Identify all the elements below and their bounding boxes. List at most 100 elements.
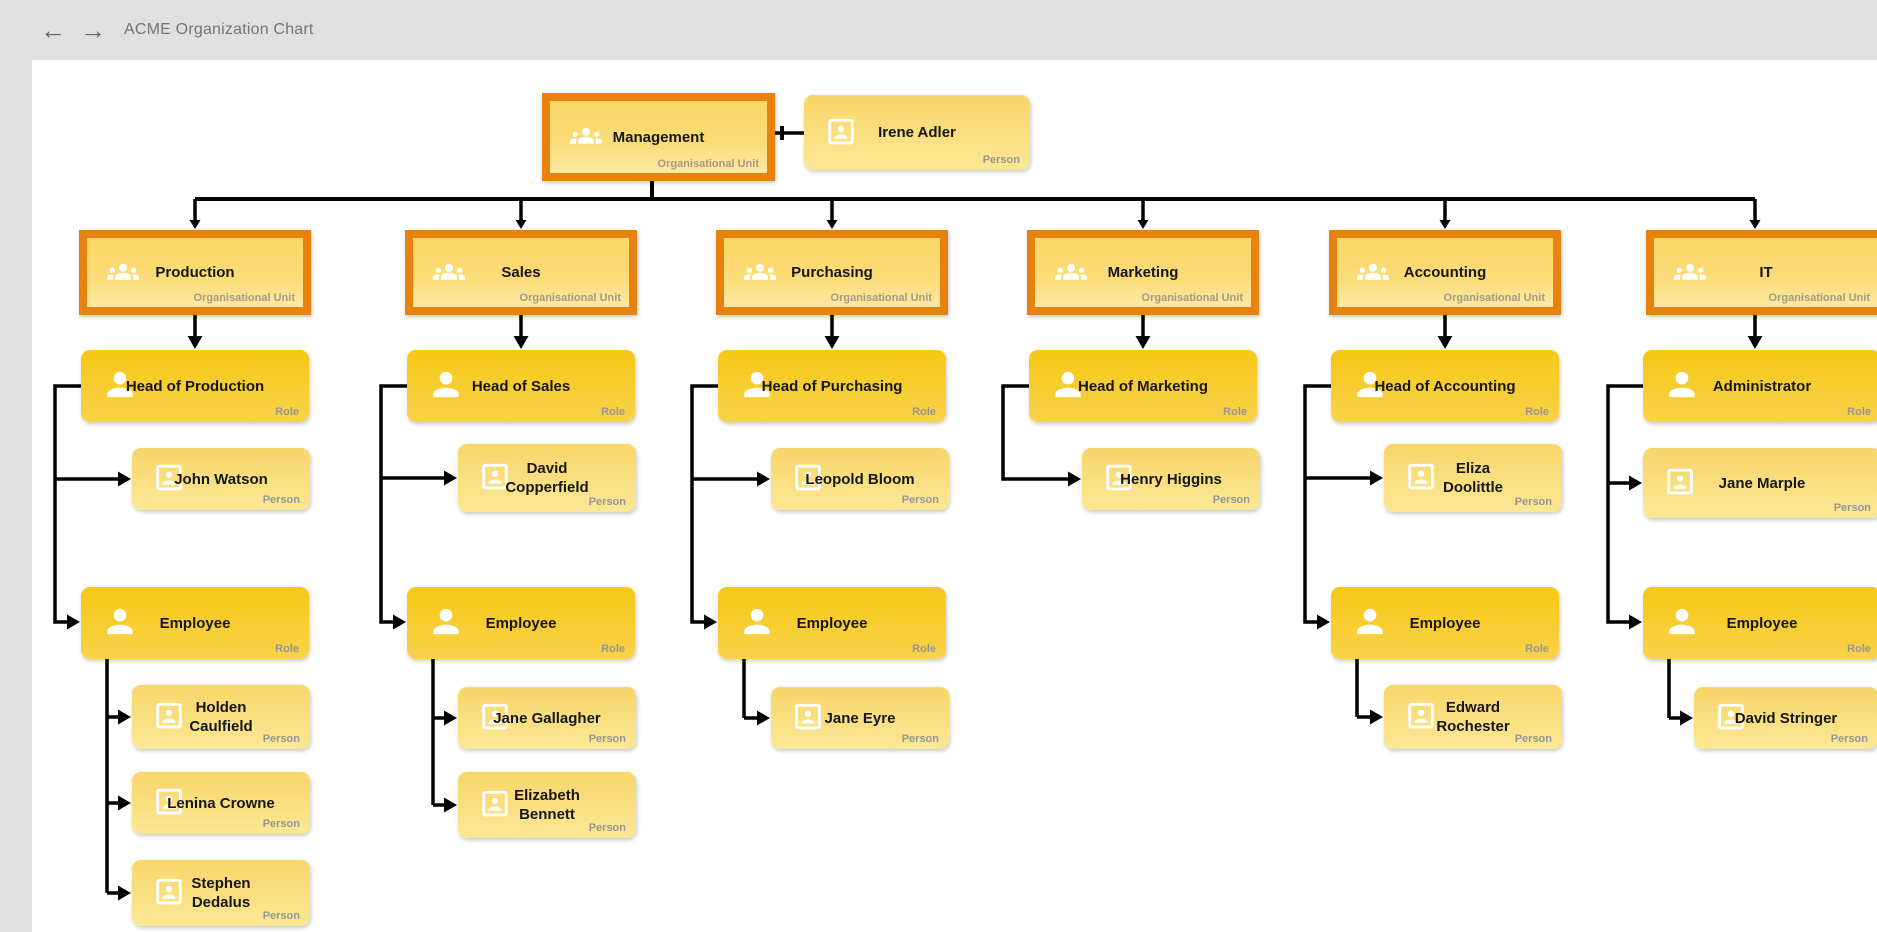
person-icon [738,602,776,640]
edge-arrowhead [1370,470,1383,486]
edge-arrowhead [513,336,529,349]
edge-arrowhead [1680,710,1693,726]
node-label: Production [155,264,235,281]
node-label: Employee [485,614,557,632]
node-label: Employee [1726,614,1798,632]
forward-arrow-icon[interactable]: → [80,15,106,45]
node-label: Jane Marple [1718,474,1806,492]
person-icon [1351,602,1389,640]
portrait-icon [1404,460,1438,494]
person-icon [427,602,465,640]
node-label: Henry Higgins [1120,470,1222,488]
edge-arrowhead [444,797,457,813]
node-type-label: Person [262,910,300,922]
person-icon [1663,602,1701,640]
portrait-icon [478,700,512,734]
back-arrow-icon[interactable]: ← [40,15,66,45]
node-type-label: Role [275,643,299,655]
edge-arrowhead [704,614,717,630]
edge-production-role-trunk [53,384,82,624]
group-icon [566,120,606,152]
portrait-icon [1714,700,1748,734]
node-label: Leopold Bloom [805,470,915,488]
edge-arrowhead [1068,471,1081,487]
edge-arrowhead [187,336,203,349]
portrait-icon [824,114,858,148]
portrait-icon [152,461,186,495]
node-label: Jane Eyre [824,709,896,727]
edge-sales-role-trunk [379,384,408,624]
group-icon [103,255,143,287]
node-type-label: Role [275,406,299,418]
group-icon [1051,255,1091,287]
edge-arrowhead [515,220,527,229]
node-type-label: Person [262,818,300,830]
person-icon [427,365,465,403]
edge-arrowhead [1629,475,1642,491]
node-type-label: Role [601,643,625,655]
node-type-label: Person [1833,502,1871,514]
node-type-label: Role [1847,406,1871,418]
node-label: Stephen Dedalus [191,875,251,911]
node-type-label: Organisational Unit [657,158,759,170]
node-type-label: Organisational Unit [830,292,932,304]
edge-arrowhead [1749,220,1761,229]
node-label: Head of Purchasing [761,377,903,395]
node-label: Employee [796,614,868,632]
node-type-label: Person [588,822,626,834]
node-type-label: Person [588,496,626,508]
canvas-left-gutter [0,60,32,932]
edge-arrowhead [1629,614,1642,630]
edge-arrowhead [1370,709,1383,725]
node-label: Administrator [1712,377,1812,395]
node-label: Marketing [1107,264,1179,281]
node-label: Lenina Crowne [167,794,275,812]
person-icon [1351,365,1389,403]
node-type-label: Organisational Unit [519,292,621,304]
node-label: Head of Sales [471,377,571,395]
node-type-label: Organisational Unit [1141,292,1243,304]
node-type-label: Person [262,494,300,506]
node-type-label: Role [1525,643,1549,655]
group-icon [429,255,469,287]
edge-arrowhead [1317,614,1330,630]
node-label: IT [1759,264,1773,281]
node-label: Eliza Doolittle [1443,460,1503,496]
node-type-label: Role [912,406,936,418]
edge-arrowhead [118,471,131,487]
portrait-icon [1663,465,1697,499]
